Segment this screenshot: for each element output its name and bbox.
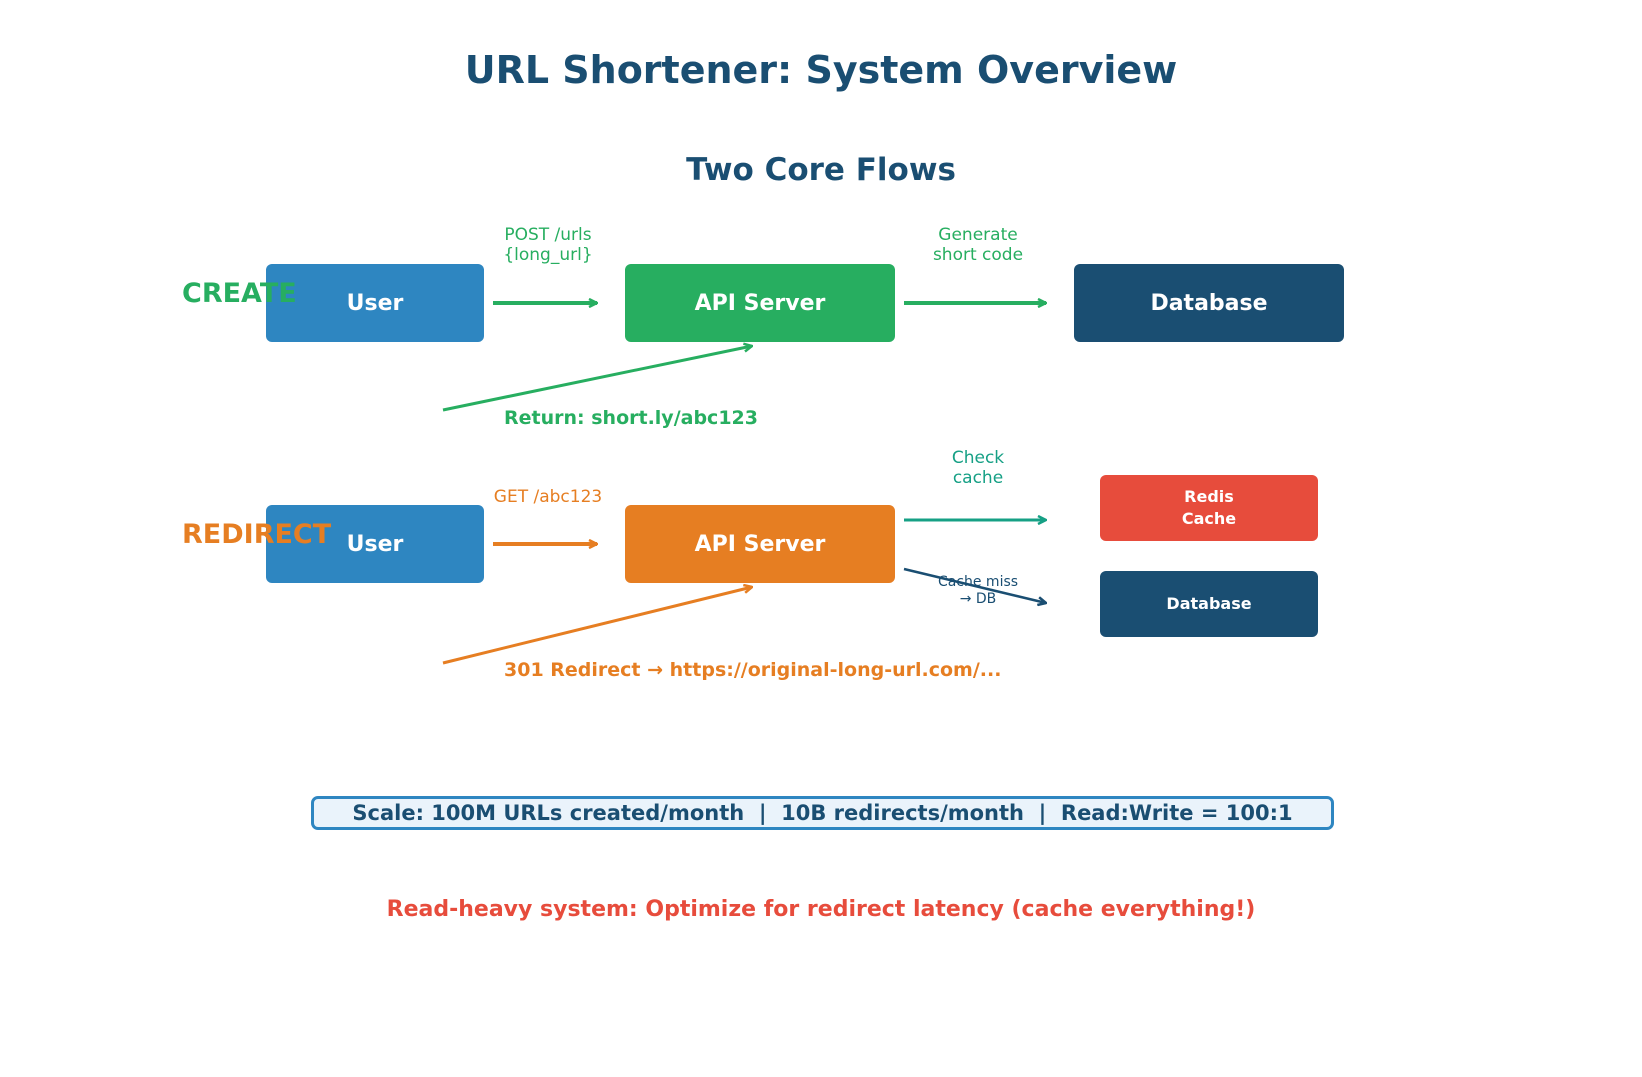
diagram-subtitle: Two Core Flows: [686, 152, 956, 188]
create-section-label: CREATE: [182, 278, 297, 309]
redirect-api-server-box: API Server: [625, 505, 895, 583]
footer-note: Read-heavy system: Optimize for redirect…: [386, 897, 1256, 922]
redirect-database-box: Database: [1100, 571, 1318, 637]
arrow-create-return: [442, 346, 752, 412]
scale-banner-text: Scale: 100M URLs created/month | 10B red…: [352, 801, 1293, 825]
create-database-label: Database: [1150, 290, 1268, 316]
create-generate-label: Generate short code: [932, 225, 1024, 265]
redirect-redis-cache-label: Redis Cache: [1181, 487, 1237, 528]
redirect-return-label: 301 Redirect → https://original-long-url…: [504, 659, 1002, 681]
create-user-label: User: [346, 290, 404, 316]
redirect-user-label: User: [346, 531, 404, 557]
create-database-box: Database: [1074, 264, 1344, 342]
redirect-check-cache-label: Check cache: [951, 448, 1005, 488]
redirect-cache-miss-label: Cache miss → DB: [937, 574, 1019, 607]
create-return-label: Return: short.ly/abc123: [504, 407, 758, 429]
create-user-box: User: [266, 264, 484, 342]
redirect-user-box: User: [266, 505, 484, 583]
arrow-redirect-return: [442, 587, 752, 665]
scale-banner: Scale: 100M URLs created/month | 10B red…: [311, 796, 1334, 830]
create-api-server-label: API Server: [694, 290, 826, 316]
redirect-database-label: Database: [1166, 594, 1252, 613]
create-request-label: POST /urls {long_url}: [503, 225, 593, 265]
diagram-title: URL Shortener: System Overview: [464, 48, 1178, 92]
redirect-redis-cache-box: Redis Cache: [1100, 475, 1318, 541]
arrow-redirect-api-to-db: [903, 567, 1046, 603]
redirect-section-label: REDIRECT: [182, 519, 332, 550]
create-api-server-box: API Server: [625, 264, 895, 342]
redirect-api-server-label: API Server: [694, 531, 826, 557]
redirect-request-label: GET /abc123: [493, 487, 603, 507]
